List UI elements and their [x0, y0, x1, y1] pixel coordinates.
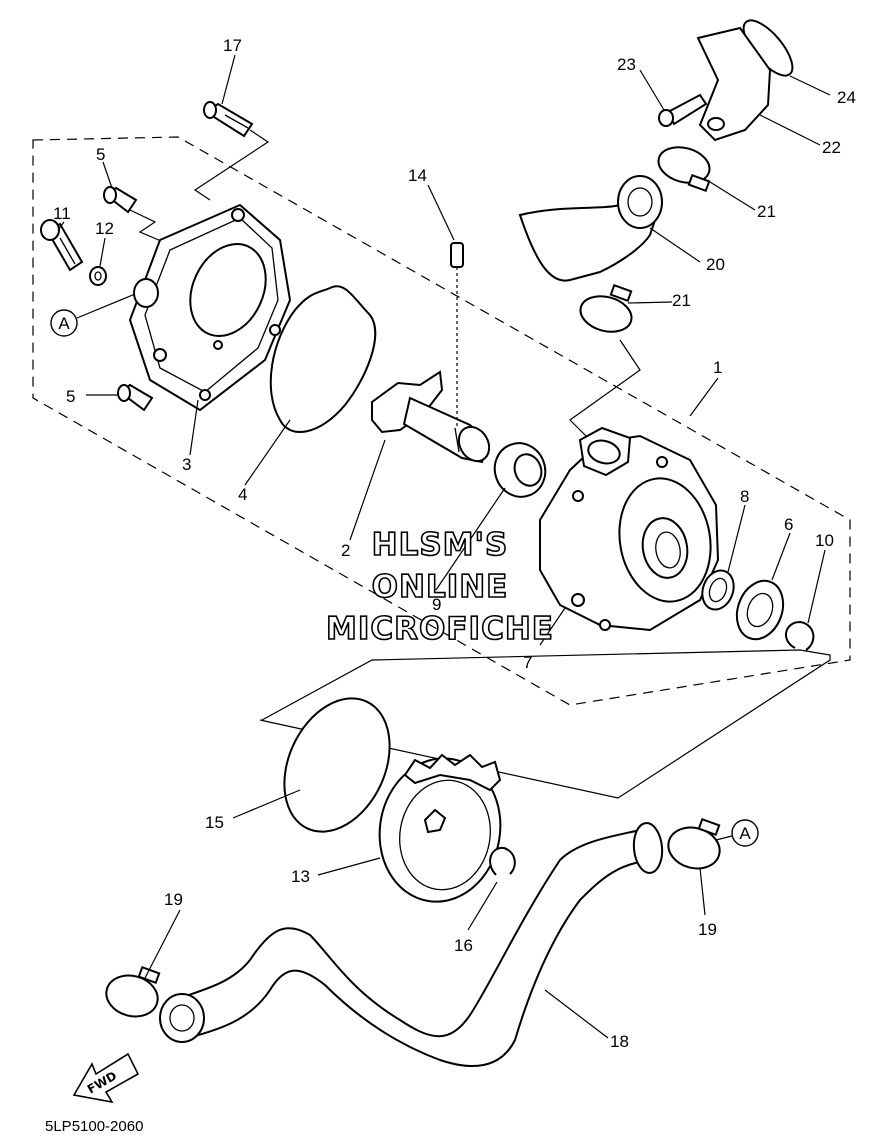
callout-11: 11	[53, 204, 71, 223]
circlip-10	[785, 620, 815, 651]
callout-labels: 1 2 3 4 5 5 6 7 8 9 10 11 12 13 14 15 16…	[53, 36, 856, 1051]
diagram-code: 5LP5100-2060	[45, 1118, 143, 1135]
callout-19-left: 19	[164, 890, 183, 909]
hose-clamp-21-lower	[579, 283, 633, 333]
impeller-shaft-2	[371, 370, 491, 464]
bolt-5-lower	[117, 383, 154, 412]
callout-16: 16	[454, 936, 473, 955]
callout-19-right: 19	[698, 920, 717, 939]
pin-14	[450, 242, 464, 428]
callout-24: 24	[837, 88, 856, 107]
assembly-boundary	[32, 136, 851, 706]
svg-text:HLSM'S: HLSM'S	[372, 527, 509, 563]
callout-2: 2	[341, 541, 350, 560]
leader-bolt-17	[193, 129, 270, 201]
gear-13	[378, 753, 502, 903]
hose-clamp-19-right	[667, 817, 721, 870]
callout-15: 15	[205, 813, 224, 832]
callout-5-lower: 5	[66, 387, 75, 406]
washer-12	[89, 266, 107, 286]
callout-12: 12	[95, 219, 114, 238]
bolt-5-upper	[103, 186, 138, 214]
leader-gear-13	[259, 649, 831, 799]
reference-marker-a-top: A	[50, 291, 141, 337]
callout-22: 22	[822, 138, 841, 157]
callout-10: 10	[815, 531, 834, 550]
callout-4: 4	[238, 485, 247, 504]
pump-housing-1	[539, 426, 720, 632]
bolt-11	[40, 219, 84, 272]
callout-17: 17	[223, 36, 242, 55]
outlet-fitting-22	[696, 26, 772, 142]
callout-leaders	[57, 54, 831, 1039]
callout-1: 1	[713, 358, 722, 377]
leader-hose-20	[569, 339, 641, 451]
circlip-16	[489, 846, 516, 876]
o-ring-15	[283, 697, 391, 833]
svg-text:MICROFICHE: MICROFICHE	[326, 611, 554, 647]
callout-13: 13	[291, 867, 310, 886]
svg-text:A: A	[58, 314, 70, 333]
hose-20	[518, 175, 663, 282]
pump-cover-3	[128, 203, 292, 412]
hose-18	[159, 822, 664, 1067]
callout-3: 3	[182, 455, 191, 474]
seal-9	[493, 442, 547, 498]
reference-marker-a-bottom: A	[715, 819, 759, 847]
callout-23: 23	[617, 55, 636, 74]
bearing-6	[735, 579, 785, 641]
callout-7: 7	[523, 653, 532, 672]
svg-text:ONLINE: ONLINE	[372, 569, 509, 605]
callout-5-upper: 5	[96, 145, 105, 164]
hose-clamp-19-left	[105, 965, 161, 1018]
callout-20: 20	[706, 255, 725, 274]
leader-bolt-5	[129, 209, 169, 245]
callout-21-lower: 21	[672, 291, 691, 310]
callout-6: 6	[784, 515, 793, 534]
bolt-17	[203, 101, 254, 138]
svg-text:A: A	[739, 824, 751, 843]
callout-14: 14	[408, 166, 427, 185]
bolt-23	[658, 93, 708, 127]
gasket-4	[269, 285, 377, 433]
watermark: HLSM'S ONLINE MICROFICHE	[325, 526, 554, 648]
callout-21-upper: 21	[757, 202, 776, 221]
callout-18: 18	[610, 1032, 629, 1051]
oil-seal-8	[701, 569, 735, 611]
callout-9: 9	[432, 595, 441, 614]
forward-direction-arrow: FWD	[72, 1052, 140, 1104]
hose-clamp-21-upper	[657, 146, 711, 193]
callout-8: 8	[740, 487, 749, 506]
